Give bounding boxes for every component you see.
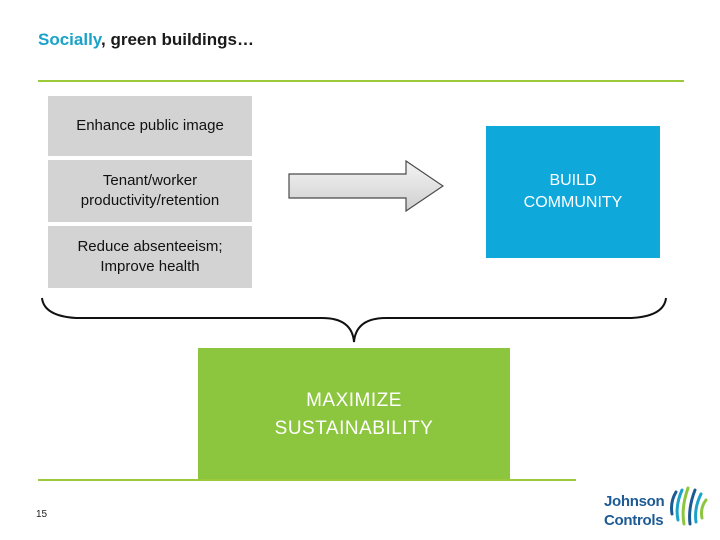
- bottom-divider: [38, 479, 576, 481]
- build-community-label: BUILD COMMUNITY: [523, 172, 623, 211]
- benefit-box-health: Reduce absenteeism; Improve health: [48, 226, 252, 288]
- curly-brace-icon: [41, 297, 667, 343]
- benefit-label: Enhance public image: [76, 116, 224, 134]
- slide-title: Socially, green buildings…: [38, 30, 254, 50]
- top-divider: [38, 80, 684, 82]
- maximize-sustainability-label: MAXIMIZE SUSTAINABILITY: [274, 389, 434, 439]
- johnson-controls-logo-mark: [670, 486, 708, 526]
- benefit-label: Tenant/worker productivity/retention: [80, 171, 220, 209]
- benefit-label: Reduce absenteeism; Improve health: [77, 237, 223, 275]
- logo-line-2: Controls: [604, 512, 664, 529]
- company-logo-text: Johnson Controls: [604, 492, 665, 530]
- title-rest: , green buildings…: [101, 30, 255, 49]
- maximize-sustainability-box: MAXIMIZE SUSTAINABILITY: [198, 348, 510, 481]
- build-community-box: BUILD COMMUNITY: [486, 126, 660, 258]
- benefit-box-productivity: Tenant/worker productivity/retention: [48, 160, 252, 222]
- page-number: 15: [36, 509, 48, 520]
- logo-line-1: Johnson: [604, 493, 665, 510]
- title-accent: Socially: [38, 30, 101, 49]
- right-arrow-icon: [288, 160, 444, 212]
- benefit-box-public-image: Enhance public image: [48, 96, 252, 156]
